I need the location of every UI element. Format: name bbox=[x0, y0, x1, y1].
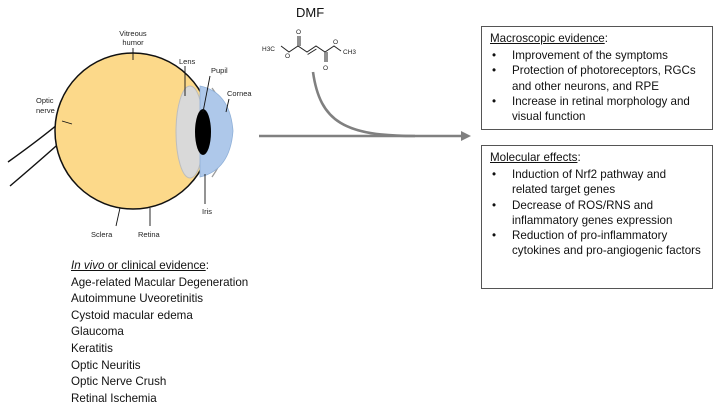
iris bbox=[199, 85, 234, 178]
list-item: Reduction of pro-inflammatory cytokines … bbox=[490, 228, 704, 258]
methyl-left: H3C bbox=[262, 46, 275, 53]
dmf-structure bbox=[280, 36, 342, 62]
curved-arrow bbox=[311, 71, 416, 138]
list-item: Optic Neuritis bbox=[71, 358, 141, 372]
macroscopic-evidence-box: Macroscopic evidence: Improvement of the… bbox=[481, 26, 713, 130]
list-item: Induction of Nrf2 pathway and related ta… bbox=[490, 167, 704, 197]
clinical-evidence-list: In vivo or clinical evidence: Age-relate… bbox=[71, 258, 331, 407]
pupil-label: Pupil bbox=[211, 66, 228, 75]
list-item: Decrease of ROS/RNS and inflammatory gen… bbox=[490, 198, 704, 228]
lens-label: Lens bbox=[179, 57, 196, 66]
iris-label: Iris bbox=[202, 207, 212, 216]
pupil bbox=[195, 109, 211, 155]
list-item: Improvement of the symptoms bbox=[490, 48, 704, 63]
list-item: Glaucoma bbox=[71, 325, 124, 339]
list-item: Age-related Macular Degeneration bbox=[71, 275, 249, 289]
list-item: Optic Nerve Crush bbox=[71, 375, 167, 389]
macroscopic-list: Improvement of the symptoms Protection o… bbox=[490, 48, 704, 124]
list-item: Retinal Ischemia bbox=[71, 391, 157, 405]
list-item: Cystoid macular edema bbox=[71, 308, 193, 322]
list-item: Keratitis bbox=[71, 341, 113, 355]
molecular-heading: Molecular effects: bbox=[490, 151, 581, 164]
oxygen-ester-left: O bbox=[285, 53, 290, 60]
compound-name: DMF bbox=[296, 5, 324, 20]
sclera-label: Sclera bbox=[91, 230, 113, 239]
evidence-heading: In vivo or clinical evidence: bbox=[71, 259, 209, 272]
oxygen-carbonyl-top: O bbox=[296, 29, 301, 36]
macroscopic-heading: Macroscopic evidence: bbox=[490, 32, 608, 45]
list-item: Increase in retinal morphology and visua… bbox=[490, 94, 704, 124]
molecular-list: Induction of Nrf2 pathway and related ta… bbox=[490, 167, 704, 258]
molecular-effects-box: Molecular effects: Induction of Nrf2 pat… bbox=[481, 145, 713, 289]
main-arrow-head bbox=[461, 131, 471, 141]
leader-lines bbox=[61, 48, 230, 227]
oxygen-carbonyl-bottom: O bbox=[323, 65, 328, 72]
cornea-label: Cornea bbox=[227, 89, 252, 98]
optic-nerve-label-1: Optic bbox=[36, 96, 54, 105]
list-item: Autoimmune Uveoretinitis bbox=[71, 292, 204, 306]
methyl-right: CH3 bbox=[343, 49, 356, 56]
oxygen-ester-right: O bbox=[333, 39, 338, 46]
vitreous-label-1: Vitreous bbox=[119, 29, 147, 38]
optic-nerve-label-2: nerve bbox=[36, 106, 55, 115]
vitreous-label-2: humor bbox=[122, 38, 144, 47]
retina-label: Retina bbox=[138, 230, 161, 239]
list-item: Protection of photoreceptors, RGCs and o… bbox=[490, 63, 704, 93]
